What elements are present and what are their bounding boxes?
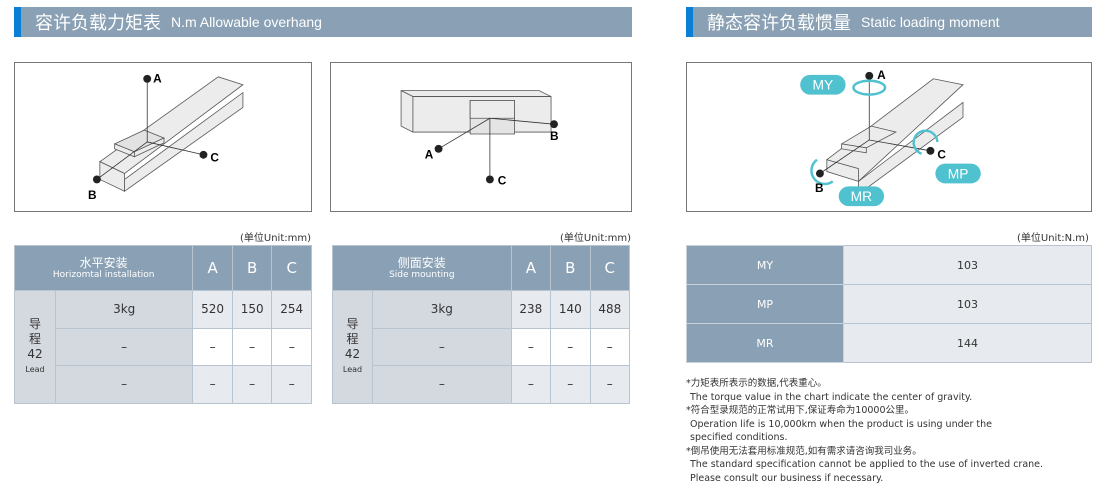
allowable-overhang-header: 容许负载力矩表 N.m Allowable overhang	[14, 7, 632, 37]
table-cell: MR	[686, 323, 844, 363]
table-cell: –	[192, 327, 233, 366]
rotation-arrows-icon	[810, 79, 939, 186]
table-cell: –	[372, 327, 512, 366]
note-en: The standard specification cannot be app…	[690, 459, 1044, 470]
table-cell: –	[550, 365, 591, 404]
table-cell: –	[510, 327, 552, 366]
table-cell: C	[589, 245, 631, 291]
table-cell: –	[589, 365, 631, 404]
label-a: A	[153, 72, 162, 86]
label-c: C	[937, 148, 946, 162]
unit-label: (单位Unit:N.m)	[1017, 233, 1089, 244]
note-cn: *符合型录规范的正常试用下,保证寿命为10000公里。	[686, 405, 914, 416]
table-cell: A	[192, 245, 233, 291]
table-cell: 程	[28, 331, 41, 346]
table-cell: –	[54, 327, 194, 366]
note-en: specified conditions.	[690, 432, 788, 443]
table-cell: –	[510, 365, 552, 404]
mr-label: MR	[851, 188, 872, 204]
my-badge	[800, 74, 846, 95]
table-cell: 42	[27, 346, 43, 361]
table-cell: 520	[192, 290, 233, 329]
table-cell: 3kg	[54, 290, 194, 329]
table-cell: 103	[843, 284, 1092, 324]
table-cell: 140	[550, 290, 591, 329]
label-a: A	[877, 68, 886, 82]
table-cell: Lead	[342, 364, 363, 374]
note-en: The torque value in the chart indicate t…	[690, 391, 973, 403]
horizontal-diagram: A C B	[14, 62, 312, 212]
table-cell: B	[231, 245, 273, 291]
table-cell: 488	[589, 290, 631, 329]
table-cell: Lead	[25, 364, 45, 374]
table-cell: –	[271, 365, 312, 404]
point-a-marker	[143, 74, 152, 83]
table-cell: B	[550, 245, 591, 291]
table-cell: –	[231, 365, 273, 404]
table-cell: 导	[28, 316, 41, 331]
mr-badge	[838, 186, 885, 207]
label-c: C	[210, 151, 219, 165]
static-moment-diagram: A C B MY MP MR	[686, 62, 1092, 212]
table-cell: –	[231, 327, 273, 366]
unit-label: (单位Unit:mm)	[240, 233, 312, 244]
table-cell: 254	[271, 290, 312, 329]
point-b-marker	[92, 175, 101, 184]
note-cn: *倒吊使用无法套用标准规范,如有需求请咨询我司业务。	[686, 445, 922, 457]
unit-label: (单位Unit:mm)	[560, 233, 632, 244]
table-cell: –	[192, 365, 233, 404]
table-cell: Horizomtal installation	[52, 269, 155, 280]
table-cell: MP	[686, 284, 844, 324]
note-en: Please consult our business if necessary…	[690, 472, 884, 484]
notes: *力矩表所表示的数据,代表重心。 The torque value in the…	[686, 377, 1043, 485]
label-b: B	[88, 188, 97, 202]
mp-label: MP	[948, 165, 969, 181]
header-title-en: N.m Allowable overhang	[171, 14, 322, 30]
table-cell: 侧面安装	[397, 255, 446, 270]
table-cell: 3kg	[372, 290, 512, 329]
table-cell: C	[271, 245, 312, 291]
note-en: Operation life is 10,000km when the prod…	[690, 418, 992, 430]
table-cell: MY	[686, 245, 844, 285]
table-cell: 程	[346, 331, 359, 346]
table-cell: 103	[843, 245, 1092, 285]
point-c-marker	[199, 150, 208, 159]
header-title-en: Static loading moment	[861, 14, 1000, 30]
table-cell: –	[589, 327, 631, 366]
label-b: B	[550, 129, 559, 143]
table-cell: –	[372, 365, 512, 404]
note-cn: *力矩表所表示的数据,代表重心。	[686, 378, 827, 389]
header-title-cn: 容许负载力矩表	[35, 13, 161, 34]
label-a: A	[425, 148, 434, 162]
table-cell: 导	[346, 316, 359, 331]
label-b: B	[815, 181, 824, 195]
table-cell: –	[550, 327, 591, 366]
table-cell: 150	[231, 290, 273, 329]
table-cell: –	[271, 327, 312, 366]
mp-badge	[935, 163, 981, 184]
my-label: MY	[813, 77, 834, 93]
header-title-cn: 静态容许负载惯量	[707, 13, 851, 34]
table-cell: –	[54, 365, 194, 404]
table-cell: 水平安装	[79, 255, 128, 270]
side-diagram: B A C	[330, 62, 632, 212]
label-c: C	[498, 173, 507, 187]
table-cell: Side mounting	[389, 269, 455, 280]
static-moment-header: 静态容许负载惯量 Static loading moment	[686, 7, 1092, 37]
table-cell: A	[510, 245, 552, 291]
table-cell: 144	[843, 323, 1092, 363]
table-cell: 238	[510, 290, 552, 329]
table-cell: 42	[344, 346, 361, 361]
